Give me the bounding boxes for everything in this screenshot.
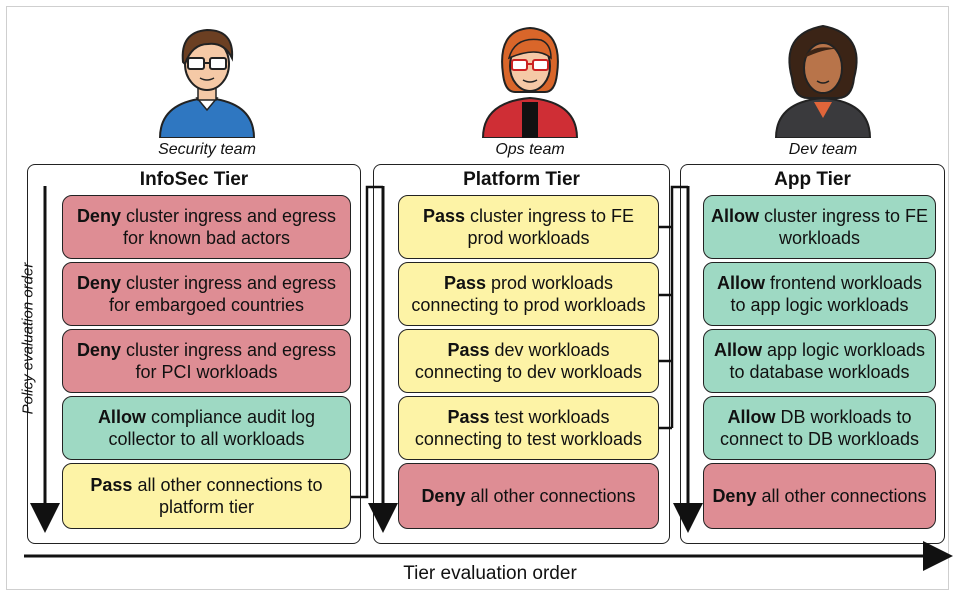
policy-action: Pass [443, 273, 486, 293]
policy-card: Deny all other connections [703, 463, 936, 529]
policy-action: Deny [76, 273, 121, 293]
policy-card: Pass test workloads connecting to test w… [398, 396, 659, 460]
policy-card: Allow app logic workloads to database wo… [703, 329, 936, 393]
tier-order-label: Tier evaluation order [403, 563, 577, 584]
policy-order-label: Policy evaluation order [19, 262, 37, 415]
policy-action: Pass [90, 475, 133, 495]
policy-text: compliance audit log collector to all wo… [108, 407, 316, 449]
tier-title: App Tier [774, 169, 851, 190]
policy-card: Pass dev workloads connecting to dev wor… [398, 329, 659, 393]
policy-text: DB workloads to connect to DB workloads [719, 407, 920, 449]
policy-text: cluster ingress and egress for PCI workl… [120, 340, 337, 382]
policy-text: cluster ingress and egress for embargoed… [108, 273, 337, 315]
ops-team-label: Ops team [495, 141, 565, 158]
policy-card: Deny cluster ingress and egress for emba… [62, 262, 351, 326]
ops-person-icon [481, 26, 579, 138]
policy-action: Deny [421, 486, 466, 506]
policy-text: frontend workloads to app logic workload… [730, 273, 923, 315]
policy-action: Pass [447, 340, 490, 360]
policy-card: Pass prod workloads connecting to prod w… [398, 262, 659, 326]
policy-action: Allow [716, 273, 765, 293]
policy-text: test workloads connecting to test worklo… [414, 407, 643, 449]
policy-card: Deny cluster ingress and egress for know… [62, 195, 351, 259]
policy-text: dev workloads connecting to dev workload… [414, 340, 643, 382]
policy-card: Deny all other connections [398, 463, 659, 529]
policy-text: all other connections [756, 486, 927, 506]
security-person-icon [158, 28, 256, 138]
policy-action: Allow [727, 407, 776, 427]
policy-action: Deny [712, 486, 757, 506]
policy-text: all other connections [465, 486, 636, 506]
dev-team-label: Dev team [788, 141, 858, 158]
pass-connector-infosec [351, 185, 383, 499]
policy-text: all other connections to platform tier [132, 475, 323, 517]
policy-text: cluster ingress to FE workloads [758, 206, 929, 248]
diagram-frame [6, 6, 949, 590]
tier-title: Platform Tier [463, 169, 580, 190]
policy-card: Pass all other connections to platform t… [62, 463, 351, 529]
policy-text: cluster ingress and egress for known bad… [120, 206, 337, 248]
policy-action: Pass [447, 407, 490, 427]
policy-card: Pass cluster ingress to FE prod workload… [398, 195, 659, 259]
policy-card: Allow frontend workloads to app logic wo… [703, 262, 936, 326]
policy-card: Allow DB workloads to connect to DB work… [703, 396, 936, 460]
policy-text: app logic workloads to database workload… [729, 340, 926, 382]
policy-action: Pass [422, 206, 465, 226]
tier-title: InfoSec Tier [139, 169, 249, 190]
policy-action: Allow [97, 407, 146, 427]
policy-action: Deny [76, 206, 121, 226]
policy-action: Allow [710, 206, 759, 226]
policy-text: prod workloads connecting to prod worklo… [411, 273, 646, 315]
policy-action: Allow [713, 340, 762, 360]
policy-action: Deny [76, 340, 121, 360]
policy-card: Allow cluster ingress to FE workloads [703, 195, 936, 259]
policy-text: cluster ingress to FE prod workloads [464, 206, 635, 248]
policy-card: Allow compliance audit log collector to … [62, 396, 351, 460]
policy-card: Deny cluster ingress and egress for PCI … [62, 329, 351, 393]
dev-person-icon [774, 24, 872, 138]
pass-connector-platform [670, 185, 688, 428]
security-team-label: Security team [158, 141, 256, 158]
